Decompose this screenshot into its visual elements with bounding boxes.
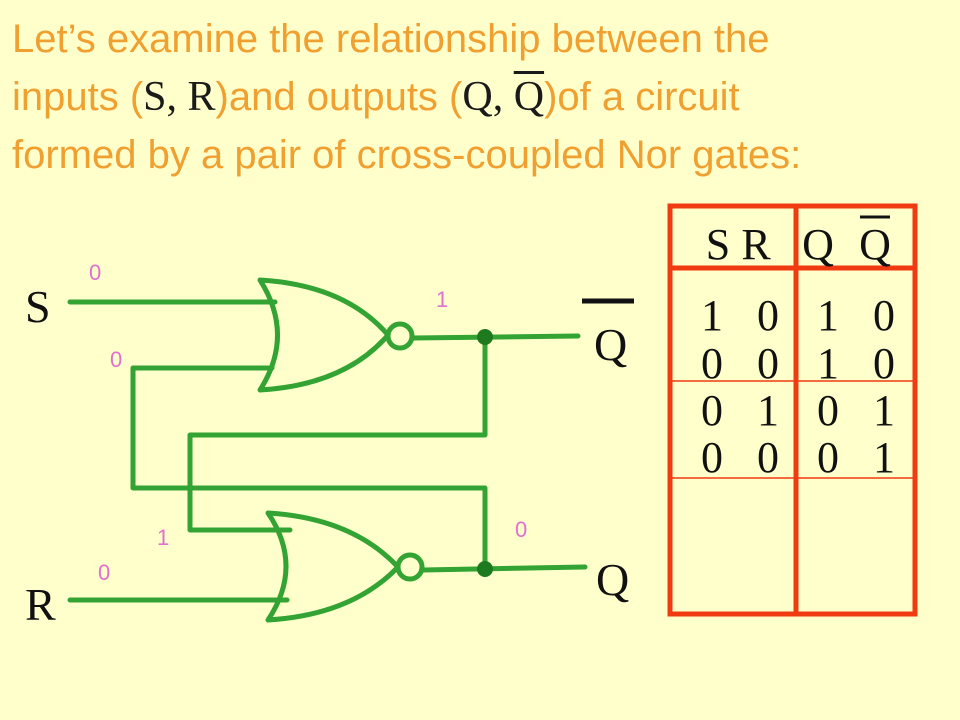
signal-s-input: 0 [89,260,101,285]
nor-gate-bottom-body [265,510,401,623]
truth-table-cell: 0 [701,433,723,482]
truth-table-border [667,203,918,617]
signal-bottom-output: 0 [515,517,527,542]
truth-table-cell: 1 [757,386,779,435]
slide-heading: Let’s examine the relationship between t… [12,10,952,184]
nor-gate-bottom-bubble [395,552,425,582]
circuit-wires [67,299,588,603]
signal-top-output: 1 [436,287,448,312]
heading-line-3: formed by a pair of cross-coupled Nor ga… [12,133,802,177]
heading-symbol-q: Q [462,74,493,120]
truth-table-header-cell: S [706,220,730,269]
truth-table-cell: 0 [757,339,779,388]
truth-table-header-cell: R [741,220,771,269]
heading-text-inputs: inputs ( [12,75,144,119]
heading-line-2: inputs (S, R)and outputs (Q, Q)of a circ… [12,68,952,126]
truth-table-cell: 0 [873,339,895,388]
signal-top-feedback-input: 0 [110,347,122,372]
nor-gate-top-bubble [385,321,415,351]
truth-table-cell: 0 [757,433,779,482]
input-label-r: R [25,579,56,630]
truth-table-cell: 1 [817,291,839,340]
wire-feedback-to-top-gate [130,365,488,573]
truth-table-header-cell: Q [859,220,891,269]
truth-table-cell: 0 [701,339,723,388]
truth-table-cell: 1 [817,339,839,388]
heading-symbol-r: R [187,74,216,120]
truth-table-cell: 1 [873,386,895,435]
truth-table-cell: 1 [701,291,723,340]
wire-feedback-to-bottom-gate [187,335,488,533]
heading-comma-2: , [492,74,514,120]
nor-gate-top [257,277,415,393]
heading-symbol-qbar: Q [513,74,545,120]
truth-table-cell: 0 [757,291,779,340]
truth-table-cell: 0 [873,291,895,340]
junction-dot-top [477,329,493,345]
output-label-qbar: Q [594,319,627,370]
signal-r-input: 0 [98,560,110,585]
signal-bottom-feedback-input: 1 [157,525,169,550]
truth-table-cell: 0 [817,386,839,435]
heading-text-outputs: )and outputs ( [215,75,463,119]
heading-symbol-s: S [143,74,167,120]
wire-bottom-output [420,564,588,573]
truth-table-cell: 0 [701,386,723,435]
heading-line-1: Let’s examine the relationship between t… [12,17,770,61]
truth-table-cell: 0 [817,433,839,482]
nor-gate-bottom [265,510,425,623]
heading-comma-1: , [166,74,188,120]
junction-dot-bottom [477,561,493,577]
nor-gate-top-body [257,277,391,393]
input-label-s: S [25,281,51,332]
truth-table-header-cell: Q [802,220,834,269]
truth-table-cell: 1 [873,433,895,482]
output-label-q: Q [596,554,629,605]
heading-text-circuit: )of a circuit [544,75,740,119]
wire-top-output [410,333,581,341]
